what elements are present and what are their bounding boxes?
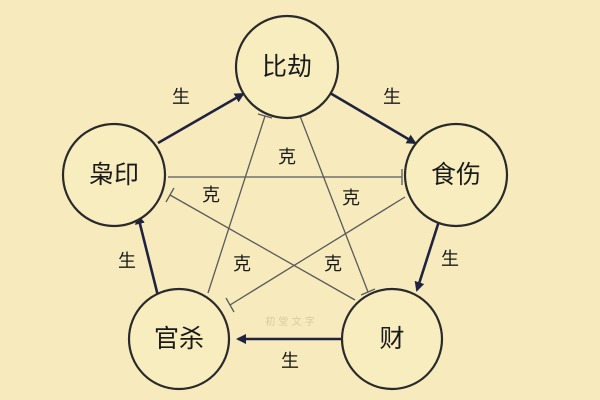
generate-arrow-xiaoyin-bijie xyxy=(157,92,245,145)
control-label-lower-right: 克 xyxy=(324,254,342,275)
node-xiaoyin: 枭印 xyxy=(61,122,167,228)
node-guansha: 官杀 xyxy=(127,287,231,391)
control-label-top: 克 xyxy=(278,147,296,168)
node-circle-xiaoyin xyxy=(61,122,167,228)
control-line-bijie-cai xyxy=(299,115,369,293)
generate-arrows xyxy=(135,91,442,344)
generate-label-shishang-cai: 生 xyxy=(441,249,459,270)
generate-label-guansha-xiaoyin: 生 xyxy=(118,251,136,272)
control-line-guansha-bijie xyxy=(207,115,266,294)
generate-label-bijie-shishang: 生 xyxy=(383,87,401,108)
node-circle-guansha xyxy=(127,287,231,391)
control-line-cai-xiaoyin xyxy=(169,194,356,301)
node-bijie: 比劫 xyxy=(234,14,340,120)
generate-arrow-bijie-shishang xyxy=(329,91,417,145)
control-bar-guansha xyxy=(225,297,235,313)
control-label-left: 克 xyxy=(202,185,220,206)
generate-label-xiaoyin-bijie: 生 xyxy=(172,87,190,108)
control-label-right: 克 xyxy=(342,188,360,209)
node-label-xiaoyin: 枭印 xyxy=(89,160,139,189)
control-bar-bijie-left xyxy=(257,113,273,119)
node-label-cai: 财 xyxy=(379,324,404,353)
node-label-guansha: 官杀 xyxy=(154,324,204,353)
generate-label-cai-guansha: 生 xyxy=(281,351,299,372)
generate-arrow-guansha-xiaoyin xyxy=(135,214,160,297)
control-bar-xiaoyin xyxy=(165,187,175,203)
node-label-bijie: 比劫 xyxy=(262,52,312,81)
control-lines xyxy=(165,113,406,313)
node-circle-cai xyxy=(340,287,444,391)
node-shishang: 食伤 xyxy=(403,122,509,228)
node-cai: 财 xyxy=(340,287,444,391)
watermark-text: 初 堂 文 字 xyxy=(265,315,315,328)
node-circle-shishang xyxy=(403,122,509,228)
control-label-lower-left: 克 xyxy=(233,254,251,275)
node-label-shishang: 食伤 xyxy=(431,160,481,189)
generate-arrow-shishang-cai xyxy=(414,217,442,292)
control-line-shishang-guansha xyxy=(229,196,406,306)
control-bar-cai xyxy=(360,288,376,296)
node-circle-bijie xyxy=(234,14,340,120)
